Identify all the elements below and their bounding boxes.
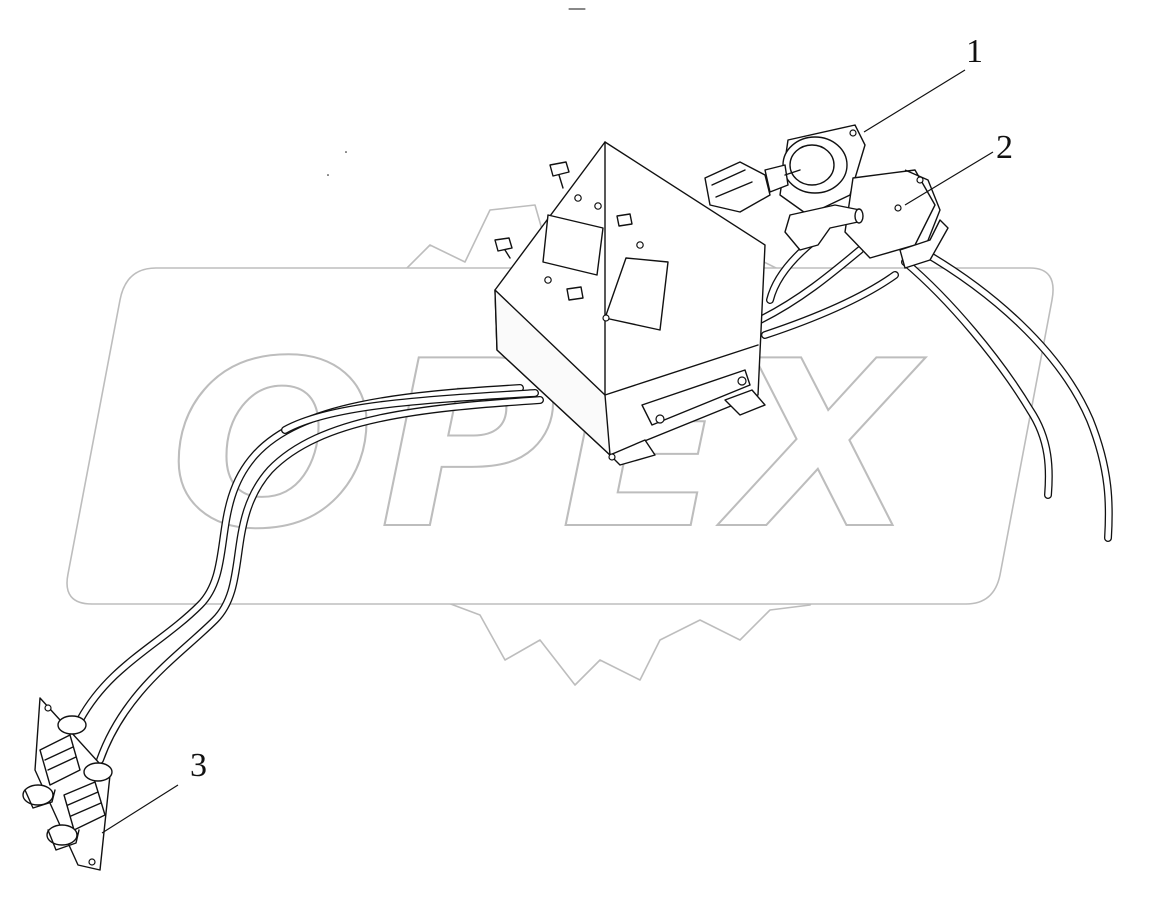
bracket-strap — [641, 369, 751, 426]
bolt — [494, 237, 513, 259]
bolt — [566, 286, 584, 301]
bracket-foot-right — [724, 389, 766, 416]
quick-coupling-lower — [46, 762, 113, 851]
bracket-window-right — [604, 257, 669, 331]
part-1-valve — [704, 124, 866, 216]
callout-3-leader — [101, 784, 179, 834]
coupling-plate — [34, 697, 111, 871]
callout-1: 1 — [863, 33, 983, 133]
callout-1-label: 1 — [966, 33, 983, 70]
hose-bundle-right — [756, 236, 1113, 542]
watermark-frame — [66, 267, 1054, 605]
stray-dot — [345, 151, 347, 153]
callout-3-label: 3 — [190, 747, 207, 784]
callout-1-leader — [863, 69, 966, 133]
part-3-coupling-plate — [22, 697, 113, 871]
bracket-window-left — [542, 214, 604, 276]
callout-2-label: 2 — [996, 129, 1013, 166]
bolt — [549, 161, 570, 189]
mounting-bracket — [494, 141, 766, 466]
bolt — [616, 213, 633, 227]
quick-coupling-upper — [22, 715, 87, 809]
callout-3: 3 — [101, 747, 207, 834]
part-2-valve — [784, 169, 949, 269]
callout-2-leader — [904, 151, 994, 206]
callout-2: 2 — [904, 129, 1013, 206]
valve-1-plug — [704, 161, 771, 213]
bracket-foot-left — [609, 439, 656, 466]
valve-2-elbow-fitting — [784, 204, 861, 251]
hose-bundle-left — [76, 384, 544, 764]
stray-dot — [327, 174, 329, 176]
